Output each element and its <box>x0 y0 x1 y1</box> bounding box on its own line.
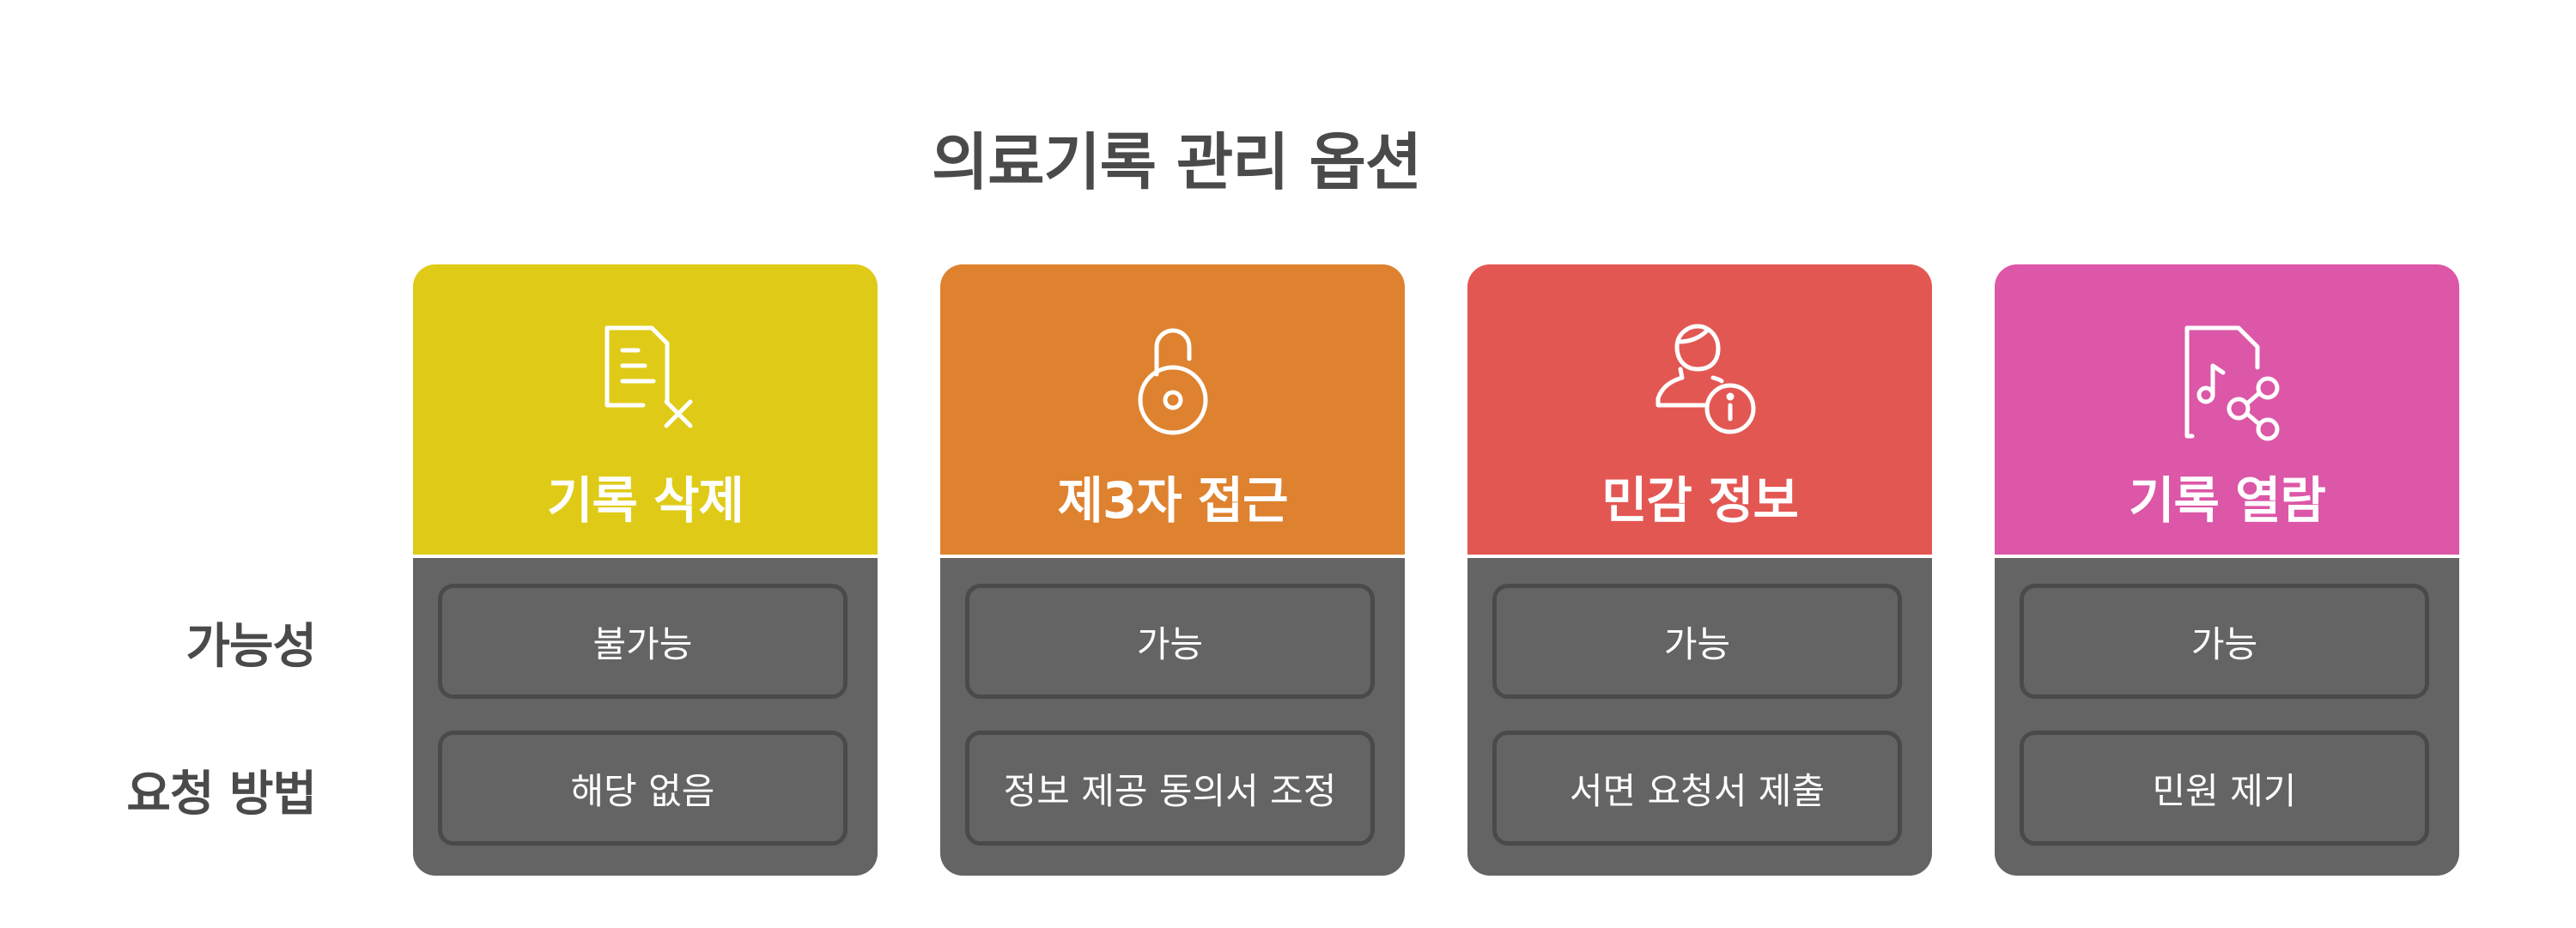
request-method-cell: 민원 제기 <box>2020 731 2429 846</box>
availability-cell: 가능 <box>2020 584 2429 699</box>
page-title: 의료기록 관리 옵션 <box>932 126 1422 198</box>
request-method-cell: 정보 제공 동의서 조정 <box>965 731 1375 846</box>
unlocked-padlock-icon <box>1109 316 1237 445</box>
card-header: 민감 정보 <box>1467 264 1932 555</box>
card-header: 제3자 접근 <box>940 264 1405 555</box>
row-label-availability: 가능성 <box>185 619 317 675</box>
card-title: 민감 정보 <box>1601 471 1799 530</box>
card-body: 가능 민원 제기 <box>1995 558 2459 876</box>
availability-cell: 가능 <box>965 584 1375 699</box>
card-body: 불가능 해당 없음 <box>413 558 878 876</box>
card-title: 기록 삭제 <box>547 471 744 530</box>
card-third-party-access: 제3자 접근 가능 정보 제공 동의서 조정 <box>940 264 1405 876</box>
request-method-cell: 해당 없음 <box>438 731 848 846</box>
card-title: 제3자 접근 <box>1057 471 1289 530</box>
card-record-deletion: 기록 삭제 불가능 해당 없음 <box>413 264 878 876</box>
card-record-viewing: 기록 열람 가능 민원 제기 <box>1995 264 2459 876</box>
card-body: 가능 정보 제공 동의서 조정 <box>940 558 1405 876</box>
card-sensitive-info: 민감 정보 가능 서면 요청서 제출 <box>1467 264 1932 876</box>
card-header: 기록 삭제 <box>413 264 878 555</box>
document-x-icon <box>581 316 710 445</box>
card-header: 기록 열람 <box>1995 264 2459 555</box>
availability-cell: 불가능 <box>438 584 848 699</box>
request-method-cell: 서면 요청서 제출 <box>1492 731 1902 846</box>
card-body: 가능 서면 요청서 제출 <box>1467 558 1932 876</box>
user-info-icon <box>1636 316 1765 445</box>
card-title: 기록 열람 <box>2129 471 2326 530</box>
file-share-icon <box>2163 316 2292 445</box>
row-label-request-method: 요청 방법 <box>126 767 317 822</box>
availability-cell: 가능 <box>1492 584 1902 699</box>
